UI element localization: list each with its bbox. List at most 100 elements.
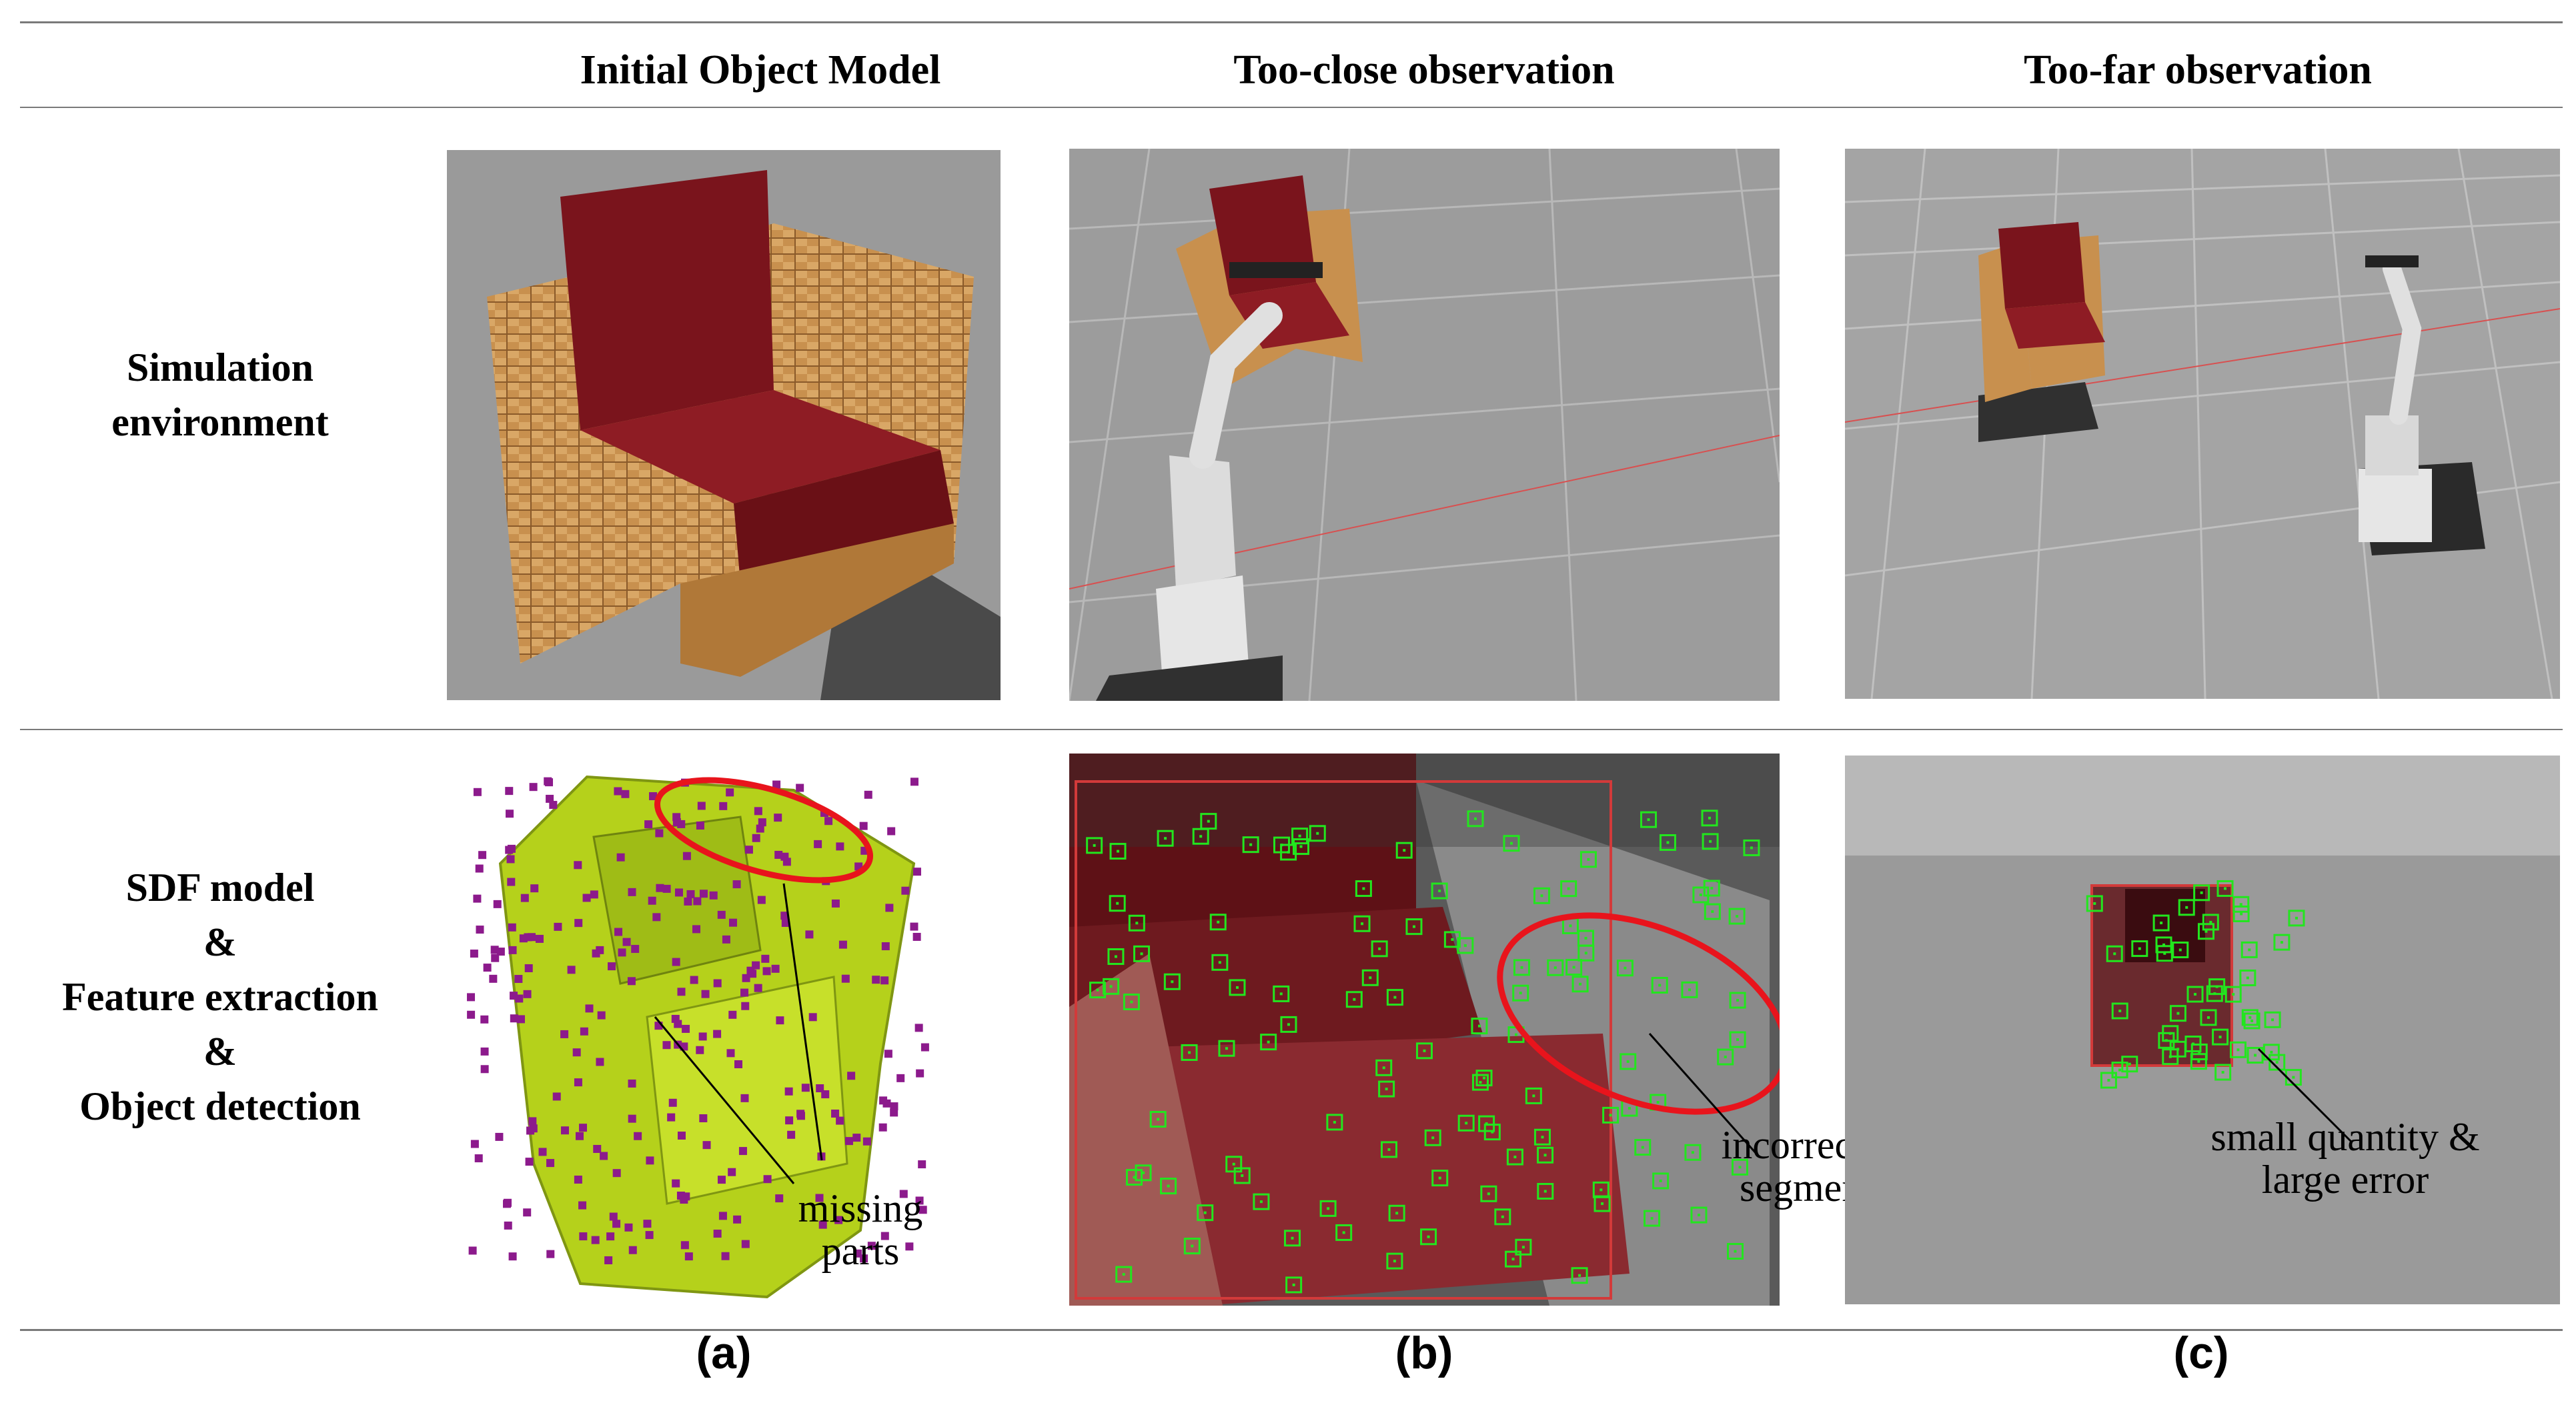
point-cloud-dot <box>696 1046 704 1054</box>
point-cloud-dot <box>467 1010 476 1019</box>
feature-marker-center <box>1191 1244 1194 1248</box>
point-cloud-dot <box>652 913 661 922</box>
feature-marker-center <box>2200 891 2203 894</box>
feature-marker <box>1380 1141 1397 1158</box>
too-close-feature-detection: incorrect object segmentation <box>1069 754 1971 1306</box>
feature-marker <box>1355 880 1372 898</box>
feature-marker-center <box>1203 1211 1207 1214</box>
feature-marker <box>1602 1106 1620 1124</box>
feature-marker <box>1197 1204 1214 1222</box>
feature-marker-center <box>1188 1051 1191 1054</box>
feature-marker-center <box>1509 842 1513 845</box>
point-cloud-dot <box>910 922 918 931</box>
point-cloud-dot <box>489 974 498 983</box>
feature-marker <box>1319 1200 1337 1217</box>
feature-marker <box>1283 1230 1301 1247</box>
point-cloud-dot <box>838 940 847 949</box>
point-cloud-dot <box>682 852 691 860</box>
point-cloud-dot <box>885 904 894 912</box>
feature-marker <box>1620 1053 1637 1070</box>
feature-marker <box>1729 992 1746 1009</box>
feature-marker-center <box>2168 1032 2172 1035</box>
point-cloud-dot <box>693 897 702 906</box>
point-cloud-dot <box>549 801 558 810</box>
point-cloud-dot <box>722 935 730 944</box>
column-header-too-far: Too-far observation <box>2024 47 2372 93</box>
point-cloud-dot <box>782 858 791 866</box>
feature-marker-center <box>1133 1176 1136 1179</box>
feature-marker-center <box>2221 1071 2224 1074</box>
point-cloud-dot <box>567 966 576 974</box>
point-cloud-dot <box>867 1242 876 1250</box>
feature-marker-center <box>2295 916 2298 920</box>
feature-marker-center <box>1485 1122 1488 1126</box>
feature-marker-center <box>1658 984 1662 987</box>
feature-marker-center <box>1427 1235 1430 1238</box>
feature-marker <box>1253 1193 1270 1210</box>
feature-marker-center <box>1451 938 1454 941</box>
point-cloud-dot <box>585 1004 594 1013</box>
feature-marker-center <box>1280 844 1283 847</box>
chair-model-render <box>447 150 1001 700</box>
feature-marker <box>1644 1210 1661 1227</box>
point-cloud-dot <box>554 922 562 931</box>
feature-marker <box>1209 914 1227 931</box>
point-cloud-dot <box>667 1113 676 1122</box>
point-cloud-dot <box>890 1108 898 1117</box>
point-cloud-dot <box>580 1027 588 1036</box>
feature-marker <box>1225 1156 1243 1173</box>
feature-marker-center <box>1710 886 1714 890</box>
point-cloud-dot <box>763 1175 772 1184</box>
feature-marker <box>1579 851 1597 868</box>
point-cloud-dot <box>702 1141 711 1150</box>
feature-marker <box>1378 1080 1395 1098</box>
feature-marker-center <box>1666 841 1670 844</box>
feature-marker <box>1471 1074 1489 1091</box>
point-cloud-dot <box>634 1132 642 1140</box>
point-cloud-dot <box>656 884 664 892</box>
point-cloud-dot <box>618 948 626 957</box>
feature-marker <box>1326 1114 1343 1131</box>
point-cloud-dot <box>593 1144 602 1153</box>
feature-marker-center <box>2138 947 2141 950</box>
feature-marker <box>1513 959 1530 976</box>
point-cloud-dot <box>677 1131 686 1140</box>
point-cloud-dot <box>698 1032 707 1041</box>
feature-marker-center <box>1207 820 1210 823</box>
feature-marker-center <box>1736 915 1739 918</box>
feature-marker-center <box>2206 1016 2210 1019</box>
feature-marker <box>1525 1087 1542 1104</box>
point-cloud-dot <box>529 1124 538 1133</box>
feature-marker <box>1157 830 1174 847</box>
feature-marker <box>1743 839 1760 856</box>
feature-marker <box>1386 1252 1403 1270</box>
point-cloud-dot <box>796 784 804 792</box>
point-cloud-dot <box>604 1256 613 1264</box>
caption-b: (b) <box>1395 1328 1453 1378</box>
annotation-missing-parts: missing parts <box>798 1186 923 1273</box>
too-far-simulation-render <box>1845 149 2560 699</box>
point-cloud-dot <box>717 1176 726 1184</box>
point-cloud-dot <box>881 942 890 951</box>
feature-marker-center <box>1259 1200 1263 1204</box>
feature-marker-center <box>1267 1040 1270 1044</box>
feature-marker-center <box>2213 992 2216 996</box>
point-cloud-dot <box>852 1134 861 1142</box>
feature-marker-center <box>1572 966 1575 969</box>
point-cloud-dot <box>696 822 704 830</box>
feature-marker <box>2202 914 2219 931</box>
point-cloud-dot <box>468 1246 477 1255</box>
feature-marker-center <box>1587 858 1590 861</box>
point-cloud-dot <box>612 1220 621 1228</box>
feature-marker-center <box>1387 1148 1391 1151</box>
point-cloud-dot <box>728 1010 737 1019</box>
point-cloud-dot <box>742 974 750 982</box>
feature-marker <box>1128 914 1145 932</box>
feature-marker-center <box>1369 976 1372 980</box>
point-cloud-dot <box>476 926 484 934</box>
point-cloud-dot <box>545 778 554 787</box>
feature-marker <box>1431 882 1448 900</box>
point-cloud-dot <box>728 1168 736 1176</box>
feature-marker-center <box>1382 1066 1385 1070</box>
feature-marker-center <box>1473 817 1477 820</box>
